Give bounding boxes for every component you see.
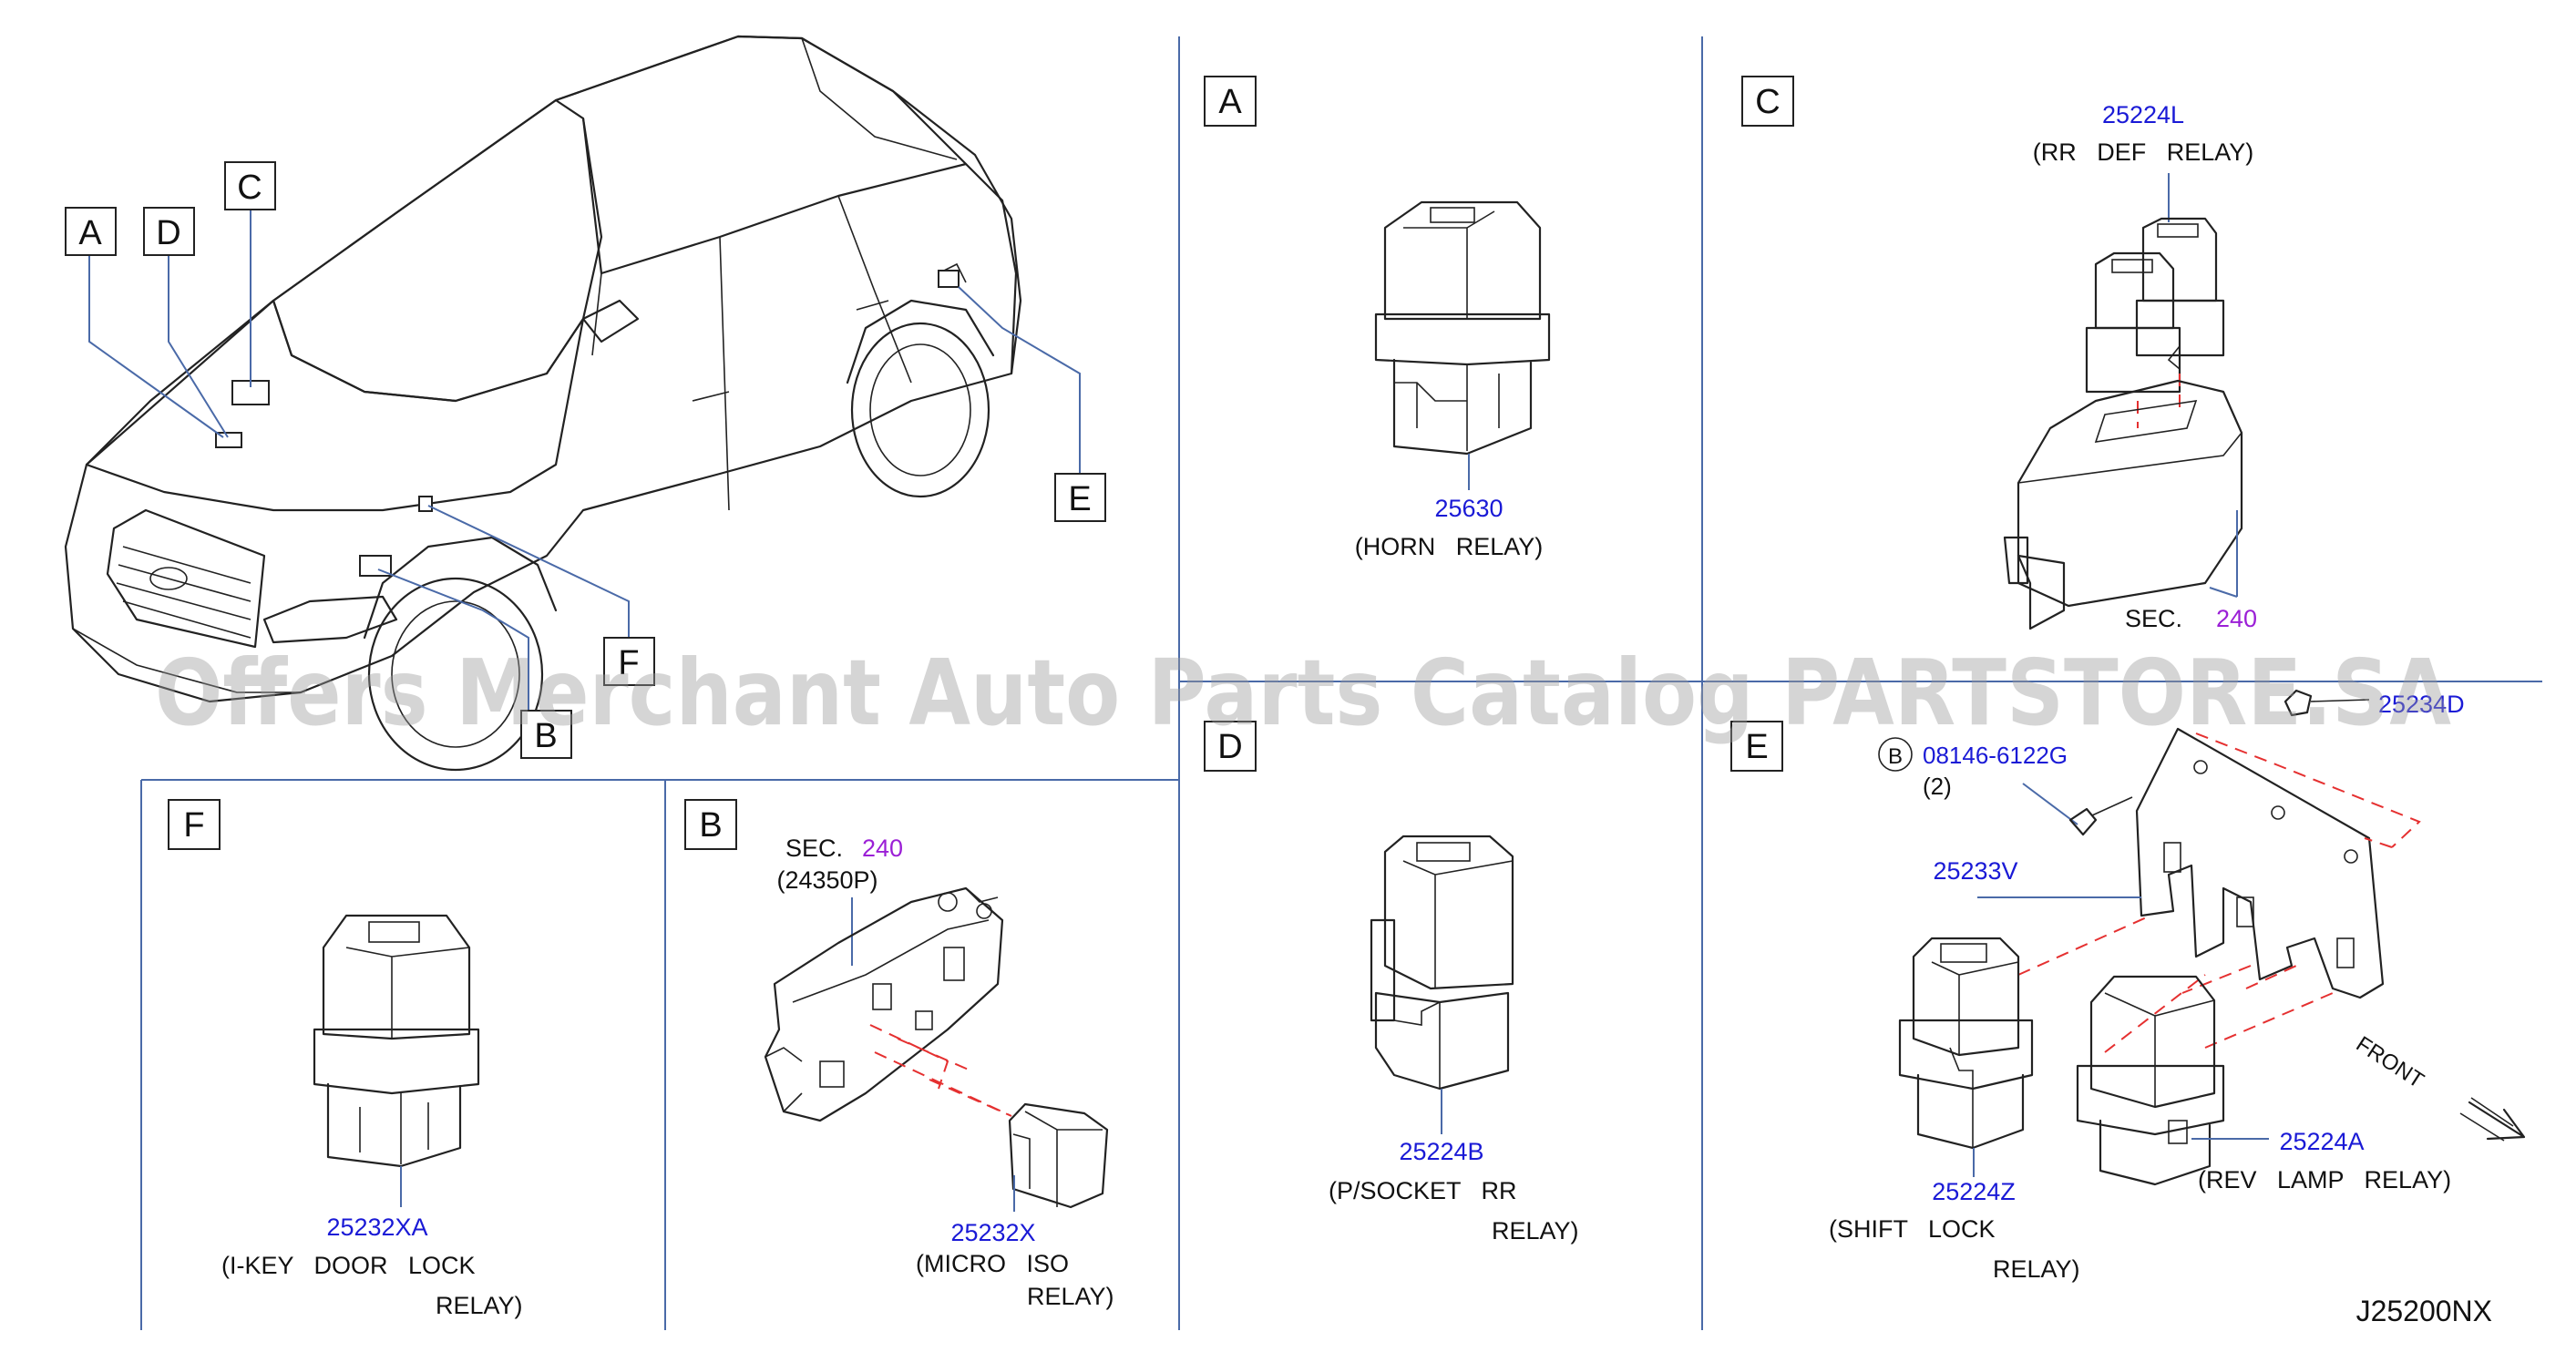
i-key-relay-part-no: 25232XA: [326, 1214, 427, 1241]
horn-relay-drawing: [1374, 200, 1551, 456]
rev-lamp-relay-name: (REV LAMP RELAY): [2198, 1166, 2451, 1193]
front-arrow-icon: [2459, 1097, 2526, 1142]
psocket-relay-part-no: 25224B: [1399, 1138, 1483, 1165]
bolt-drawing: [2068, 796, 2133, 836]
bolt-qty: (2): [1923, 773, 1952, 800]
callout-B[interactable]: B: [520, 710, 572, 759]
shift-lock-relay-part-no: 25224Z: [1932, 1178, 2016, 1205]
micro-iso-relay-name-2: RELAY): [1027, 1283, 1114, 1310]
i-key-relay-name-2: RELAY): [436, 1292, 523, 1319]
micro-iso-relay-part-no: 25232X: [950, 1219, 1035, 1246]
rr-def-relay-part-no: 25224L: [2102, 101, 2184, 128]
panel-c: C 25224L (RR DEF RELAY) SEC. 240: [1741, 76, 2257, 632]
callout-A[interactable]: A: [65, 207, 117, 256]
callout-C-label: C: [237, 169, 262, 207]
callout-E[interactable]: E: [1054, 473, 1106, 522]
micro-iso-relay-drawing: [1008, 1102, 1109, 1209]
callout-B-label: B: [534, 717, 557, 755]
panel-c-tag: C: [1755, 83, 1780, 121]
vehicle-overview: [64, 35, 1022, 772]
callout-E-label: E: [1068, 480, 1091, 518]
diagram-code: J25200NX: [2356, 1295, 2492, 1327]
rr-def-sec-label: SEC.: [2125, 605, 2182, 632]
shift-lock-relay-name-2: RELAY): [1993, 1255, 2080, 1283]
watermark-text: Offers Merchant Auto Parts Catalog PARTS…: [155, 640, 2451, 746]
panel-e: E B 08146-6122G (2) 25234D 25233V: [1730, 689, 2526, 1283]
callout-D-label: D: [156, 214, 180, 252]
panel-e-tag: E: [1745, 728, 1768, 766]
bolt-circle-letter: B: [1888, 744, 1903, 769]
psocket-relay-drawing: [1370, 835, 1514, 1091]
rr-def-relay-drawing: [2003, 217, 2243, 630]
clip-drawing: [2284, 689, 2370, 717]
callout-A-label: A: [78, 214, 102, 252]
front-label: FRONT: [2352, 1031, 2428, 1093]
callout-leaders: [88, 210, 1081, 711]
micro-iso-sec-ref: (24350P): [776, 866, 877, 894]
psocket-relay-name-1: (P/SOCKET RR: [1329, 1177, 1517, 1204]
micro-iso-sec-no: 240: [862, 835, 903, 862]
panel-dividers: [140, 36, 2542, 1330]
shift-lock-relay-name-1: (SHIFT LOCK: [1829, 1215, 1996, 1243]
callout-D[interactable]: D: [143, 207, 195, 256]
rev-lamp-relay-part-no: 25224A: [2279, 1128, 2364, 1155]
callout-F[interactable]: F: [603, 637, 655, 686]
rr-def-relay-name: (RR DEF RELAY): [2033, 138, 2254, 166]
panel-b-tag: B: [699, 806, 722, 845]
panel-f: F 25232XA (I-KEY DOOR LOCK RELAY): [168, 799, 523, 1319]
horn-relay-name: (HORN RELAY): [1355, 533, 1544, 560]
callout-F-label: F: [618, 644, 639, 682]
bolt-part-no: 08146-6122G: [1923, 742, 2068, 769]
bracket-drawing: [2135, 727, 2385, 999]
shift-lock-relay-drawing: [1898, 937, 2034, 1150]
panel-b: B SEC. 240 (24350P) 25232X (MICRO ISO RE…: [684, 799, 1114, 1310]
panel-d: D 25224B (P/SOCKET RR RELAY): [1204, 721, 1579, 1244]
rev-lamp-relay-drawing: [2076, 975, 2225, 1186]
rr-def-sec-no: 240: [2216, 605, 2257, 632]
panel-f-tag: F: [183, 806, 204, 845]
psocket-relay-name-2: RELAY): [1492, 1217, 1579, 1244]
horn-relay-part-no: 25630: [1434, 495, 1503, 522]
panel-d-tag: D: [1217, 728, 1242, 766]
micro-iso-relay-name-1: (MICRO ISO: [916, 1250, 1069, 1277]
callout-C[interactable]: C: [224, 161, 276, 210]
bracket-part-no: 25233V: [1933, 857, 2017, 885]
clip-part-no: 25234D: [2378, 691, 2465, 718]
micro-iso-sec-label: SEC.: [785, 835, 843, 862]
panel-a: A 25630 (HORN RELAY): [1204, 76, 1551, 560]
panel-a-tag: A: [1218, 83, 1242, 121]
i-key-relay-name-1: (I-KEY DOOR LOCK: [221, 1252, 476, 1279]
fuse-block-drawing: [764, 886, 1004, 1122]
i-key-relay-drawing: [313, 914, 480, 1168]
